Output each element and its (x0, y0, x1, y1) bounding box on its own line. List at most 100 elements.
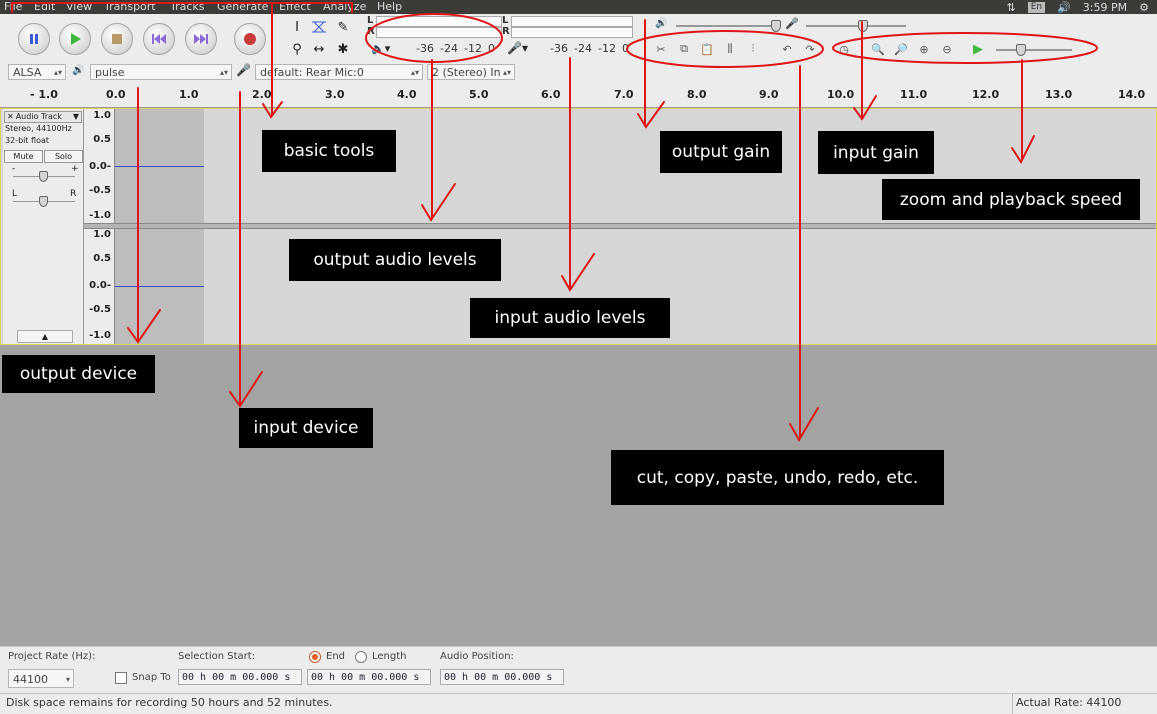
menu-transport[interactable]: Transport (104, 0, 156, 13)
copy-icon[interactable]: ⧉ (680, 42, 688, 55)
input-device-select[interactable]: default: Rear Mic:0▴▾ (255, 64, 423, 80)
stop-button[interactable] (101, 23, 133, 55)
menu-file[interactable]: File (4, 0, 23, 13)
keyboard-layout[interactable]: En (1027, 1, 1046, 13)
track-control-panel[interactable]: ✕Audio Track▼ Stereo, 44100Hz 32-bit flo… (3, 109, 84, 344)
redo-icon[interactable]: ↷ (805, 42, 815, 56)
volume-icon[interactable]: 🔊 (1057, 0, 1071, 14)
ruler-tick: 7.0 (614, 88, 634, 101)
paste-icon[interactable]: 📋 (700, 42, 714, 56)
ruler-tick: 0.0 (106, 88, 126, 101)
snap-to-label: Snap To (132, 672, 171, 683)
pause-button[interactable] (18, 23, 50, 55)
scale-label: -0.5 (89, 185, 111, 196)
menu-analyze[interactable]: Analyze (323, 0, 367, 13)
play-meter-left-bar[interactable] (376, 16, 502, 27)
speaker-meter-icon[interactable]: 🔈▾ (371, 42, 391, 55)
playback-speed-slider[interactable] (996, 49, 1072, 51)
input-channels-select[interactable]: 2 (Stereo) In▴▾ (427, 64, 515, 80)
collapse-track-button[interactable]: ▲ (17, 330, 73, 343)
stop-icon (112, 34, 122, 44)
annotation-output-levels: output audio levels (289, 239, 501, 281)
project-rate-select[interactable]: 44100▾ (8, 669, 74, 688)
output-gain-thumb[interactable] (771, 20, 781, 32)
multi-tool-icon[interactable]: ✱ (337, 41, 349, 57)
zoom-out-icon[interactable]: 🔎 (894, 42, 908, 56)
timeline-ruler[interactable]: - 1.0 0.0 1.0 2.0 3.0 4.0 5.0 6.0 7.0 8.… (0, 87, 1157, 108)
track-pan-thumb[interactable] (39, 196, 48, 207)
record-button[interactable] (234, 23, 266, 55)
silence-icon[interactable]: ⫶ (751, 42, 755, 55)
rec-tick-0: 0 (622, 42, 629, 55)
trim-icon[interactable]: ⫼ (727, 42, 733, 55)
pause-icon (30, 34, 38, 44)
mic-meter-icon[interactable]: 🎤▾ (507, 41, 528, 55)
settings-gear-icon[interactable]: ⚙ (1139, 0, 1149, 14)
track-menu-arrow-icon[interactable]: ▼ (72, 112, 79, 121)
gain-minus-label: - (12, 164, 16, 174)
envelope-tool-icon[interactable] (309, 18, 329, 36)
track-close-icon[interactable]: ✕ (7, 112, 14, 121)
play-tick-0: 0 (488, 42, 495, 55)
selection-start-time[interactable]: 00 h 00 m 00.000 s (178, 669, 302, 685)
fit-selection-icon[interactable]: ⊕ (919, 42, 929, 56)
selection-end-time[interactable]: 00 h 00 m 00.000 s (307, 669, 431, 685)
host-select[interactable]: ALSA▴▾ (8, 64, 66, 80)
menu-tracks[interactable]: Tracks (170, 0, 205, 13)
zoom-tool-icon[interactable]: ⚲ (292, 41, 302, 57)
draw-tool-icon[interactable]: ✎ (337, 19, 349, 35)
menu-view[interactable]: View (66, 0, 93, 13)
play-tick-36: -36 (416, 42, 434, 55)
length-radio[interactable] (355, 651, 367, 663)
clock[interactable]: 3:59 PM (1082, 0, 1128, 14)
ruler-tick: 6.0 (541, 88, 561, 101)
menu-edit[interactable]: Edit (34, 0, 56, 13)
time-shift-tool-icon[interactable]: ↔ (313, 41, 325, 57)
menu-generate[interactable]: Generate (217, 0, 269, 13)
sync-lock-icon[interactable]: ◷ (839, 42, 849, 56)
menu-help[interactable]: Help (377, 0, 403, 13)
ruler-tick: 12.0 (972, 88, 1000, 101)
menu-effect[interactable]: Effect (279, 0, 311, 13)
skip-to-start-button[interactable] (143, 23, 175, 55)
skip-end-icon (194, 34, 208, 44)
output-volume-icon: 🔊 (655, 18, 668, 29)
audio-position-label: Audio Position: (440, 651, 514, 662)
snap-to-checkbox[interactable] (115, 672, 127, 684)
play-button[interactable] (59, 23, 91, 55)
rec-meter-right-label: R (502, 26, 510, 37)
output-gain-slider[interactable] (676, 25, 780, 27)
rec-meter-left-bar[interactable] (511, 16, 633, 27)
end-label: End (326, 651, 346, 662)
track-name-menu[interactable]: Audio Track (15, 112, 62, 121)
playback-speed-thumb[interactable] (1016, 44, 1026, 56)
input-gain-slider[interactable] (806, 25, 906, 27)
network-icon[interactable]: ⇅ (1006, 0, 1016, 14)
cut-icon[interactable]: ✂ (656, 42, 666, 56)
annotation-input-gain: input gain (818, 131, 934, 174)
input-device-icon: 🎤 (236, 63, 251, 77)
project-rate-label: Project Rate (Hz): (8, 651, 96, 662)
skip-to-end-button[interactable] (185, 23, 217, 55)
selection-toolbar: Project Rate (Hz): 44100▾ Snap To Select… (0, 646, 1157, 693)
play-meter-right-bar[interactable] (376, 27, 502, 38)
channel-separator[interactable] (84, 223, 1156, 229)
track-format: Stereo, 44100Hz (5, 124, 72, 133)
zoom-in-icon[interactable]: 🔍 (871, 42, 885, 56)
selection-tool-icon[interactable]: I (295, 19, 299, 35)
annotation-input-device: input device (239, 408, 373, 448)
audio-position-time[interactable]: 00 h 00 m 00.000 s (440, 669, 564, 685)
end-radio[interactable] (309, 651, 321, 663)
track-gain-thumb[interactable] (39, 171, 48, 182)
fit-project-icon[interactable]: ⊖ (942, 42, 952, 56)
input-gain-thumb[interactable] (858, 20, 868, 32)
ruler-tick: 13.0 (1045, 88, 1073, 101)
solo-button[interactable]: Solo (44, 150, 83, 163)
play-at-speed-icon[interactable]: ▶ (973, 41, 983, 57)
scale-label: -0.5 (89, 304, 111, 315)
mute-button[interactable]: Mute (4, 150, 43, 163)
undo-icon[interactable]: ↶ (782, 42, 792, 56)
play-meter-right-label: R (367, 26, 375, 37)
rec-meter-right-bar[interactable] (511, 27, 633, 38)
output-device-select[interactable]: pulse▴▾ (90, 64, 232, 80)
